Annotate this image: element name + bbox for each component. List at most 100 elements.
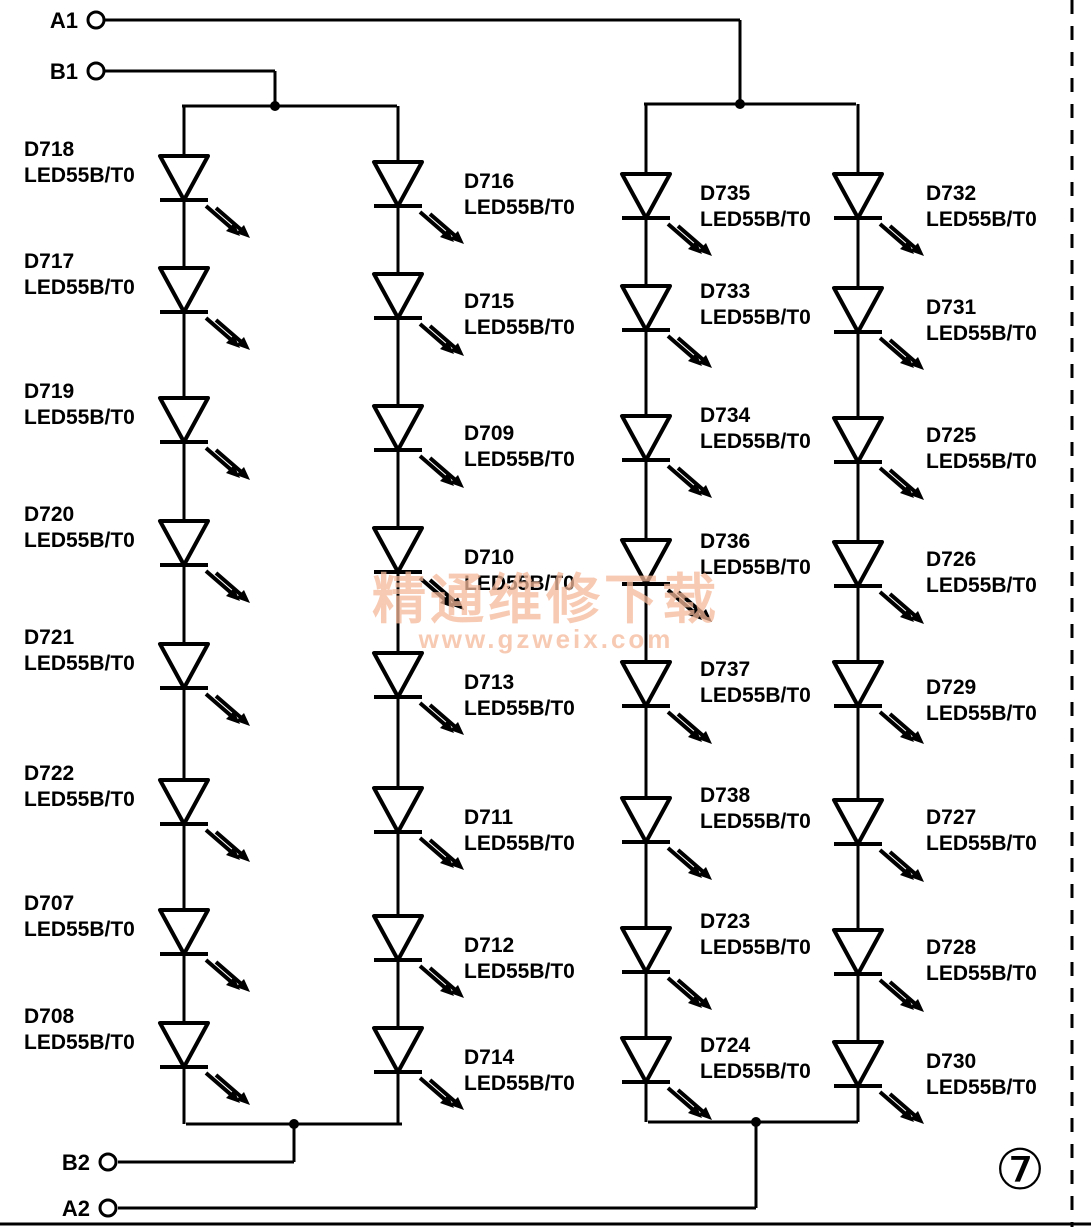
led-emission-arrowhead — [236, 979, 250, 992]
led-ref-label: D727 — [926, 806, 976, 829]
junction-dot — [735, 99, 745, 109]
led-ref-label: D719 — [24, 380, 74, 403]
led-part-label: LED55B/T0 — [24, 164, 135, 187]
terminal-b1-pin — [86, 61, 106, 81]
led-emission-arrowhead — [698, 485, 712, 498]
led-diode-symbol — [832, 798, 884, 846]
led-diode-symbol — [832, 416, 884, 464]
led-emission-arrowhead — [236, 337, 250, 350]
led-ref-label: D730 — [926, 1050, 976, 1073]
led-emission-arrowhead — [698, 731, 712, 744]
led-part-label: LED55B/T0 — [464, 448, 575, 471]
led-part-label: LED55B/T0 — [24, 406, 135, 429]
led-emission-arrowhead — [910, 357, 924, 370]
led-diode-symbol — [620, 796, 672, 844]
junction-dot — [289, 1119, 299, 1129]
led-emission-arrowhead — [236, 590, 250, 603]
led-emission-arrowhead — [910, 869, 924, 882]
led-ref-label: D710 — [464, 546, 514, 569]
led-ref-label: D715 — [464, 290, 515, 313]
led-diode-symbol — [832, 660, 884, 708]
led-part-label: LED55B/T0 — [464, 316, 575, 339]
led-diode-symbol — [832, 286, 884, 334]
led-part-label: LED55B/T0 — [926, 1076, 1037, 1099]
led-emission-arrowhead — [236, 225, 250, 238]
led-part-label: LED55B/T0 — [24, 276, 135, 299]
led-emission-arrowhead — [450, 231, 464, 244]
led-ref-label: D722 — [24, 762, 74, 785]
led-diode-symbol — [832, 928, 884, 976]
led-ref-label: D709 — [464, 422, 514, 445]
junction-dot — [751, 1117, 761, 1127]
terminal-b2-pin — [98, 1152, 118, 1172]
led-part-label: LED55B/T0 — [24, 529, 135, 552]
led-emission-arrowhead — [450, 597, 464, 610]
led-part-label: LED55B/T0 — [464, 832, 575, 855]
led-ref-label: D716 — [464, 170, 514, 193]
led-diode-symbol — [620, 414, 672, 462]
led-diode-symbol — [158, 642, 210, 690]
led-part-label: LED55B/T0 — [926, 208, 1037, 231]
led-emission-arrowhead — [698, 609, 712, 622]
led-part-label: LED55B/T0 — [700, 306, 811, 329]
led-diode-symbol — [372, 786, 424, 834]
led-ref-label: D714 — [464, 1046, 515, 1069]
terminal-a2-pin — [98, 1198, 118, 1218]
led-diode-symbol — [620, 660, 672, 708]
led-ref-label: D717 — [24, 250, 74, 273]
led-diode-symbol — [158, 1021, 210, 1069]
terminal-a1: A1 — [50, 8, 106, 33]
led-emission-arrowhead — [450, 857, 464, 870]
figure-number: ⑦ — [995, 1138, 1045, 1201]
led-column-4: D732LED55B/T0D731LED55B/T0D725LED55B/T0D… — [832, 104, 1037, 1124]
led-ref-label: D731 — [926, 296, 977, 319]
led-emission-arrowhead — [910, 999, 924, 1012]
led-ref-label: D738 — [700, 784, 751, 807]
led-diode-symbol — [372, 404, 424, 452]
led-ref-label: D735 — [700, 182, 751, 205]
led-emission-arrowhead — [236, 1092, 250, 1105]
led-ref-label: D724 — [700, 1034, 751, 1057]
led-column-2: D716LED55B/T0D715LED55B/T0D709LED55B/T0D… — [372, 106, 575, 1124]
terminal-b1-label: B1 — [50, 59, 78, 84]
watermark-url: www.gzweix.com — [418, 624, 674, 654]
led-emission-arrowhead — [910, 611, 924, 624]
led-column-3: D735LED55B/T0D733LED55B/T0D734LED55B/T0D… — [620, 104, 811, 1122]
led-part-label: LED55B/T0 — [464, 697, 575, 720]
led-diode-symbol — [832, 540, 884, 588]
led-emission-arrowhead — [450, 722, 464, 735]
led-diode-symbol — [158, 396, 210, 444]
led-emission-arrowhead — [450, 475, 464, 488]
led-emission-arrowhead — [450, 985, 464, 998]
led-ref-label: D723 — [700, 910, 750, 933]
led-diode-symbol — [158, 154, 210, 202]
led-part-label: LED55B/T0 — [926, 450, 1037, 473]
led-ref-label: D734 — [700, 404, 751, 427]
led-part-label: LED55B/T0 — [700, 1060, 811, 1083]
led-part-label: LED55B/T0 — [24, 918, 135, 941]
led-emission-arrowhead — [236, 713, 250, 726]
led-part-label: LED55B/T0 — [700, 208, 811, 231]
led-part-label: LED55B/T0 — [926, 574, 1037, 597]
